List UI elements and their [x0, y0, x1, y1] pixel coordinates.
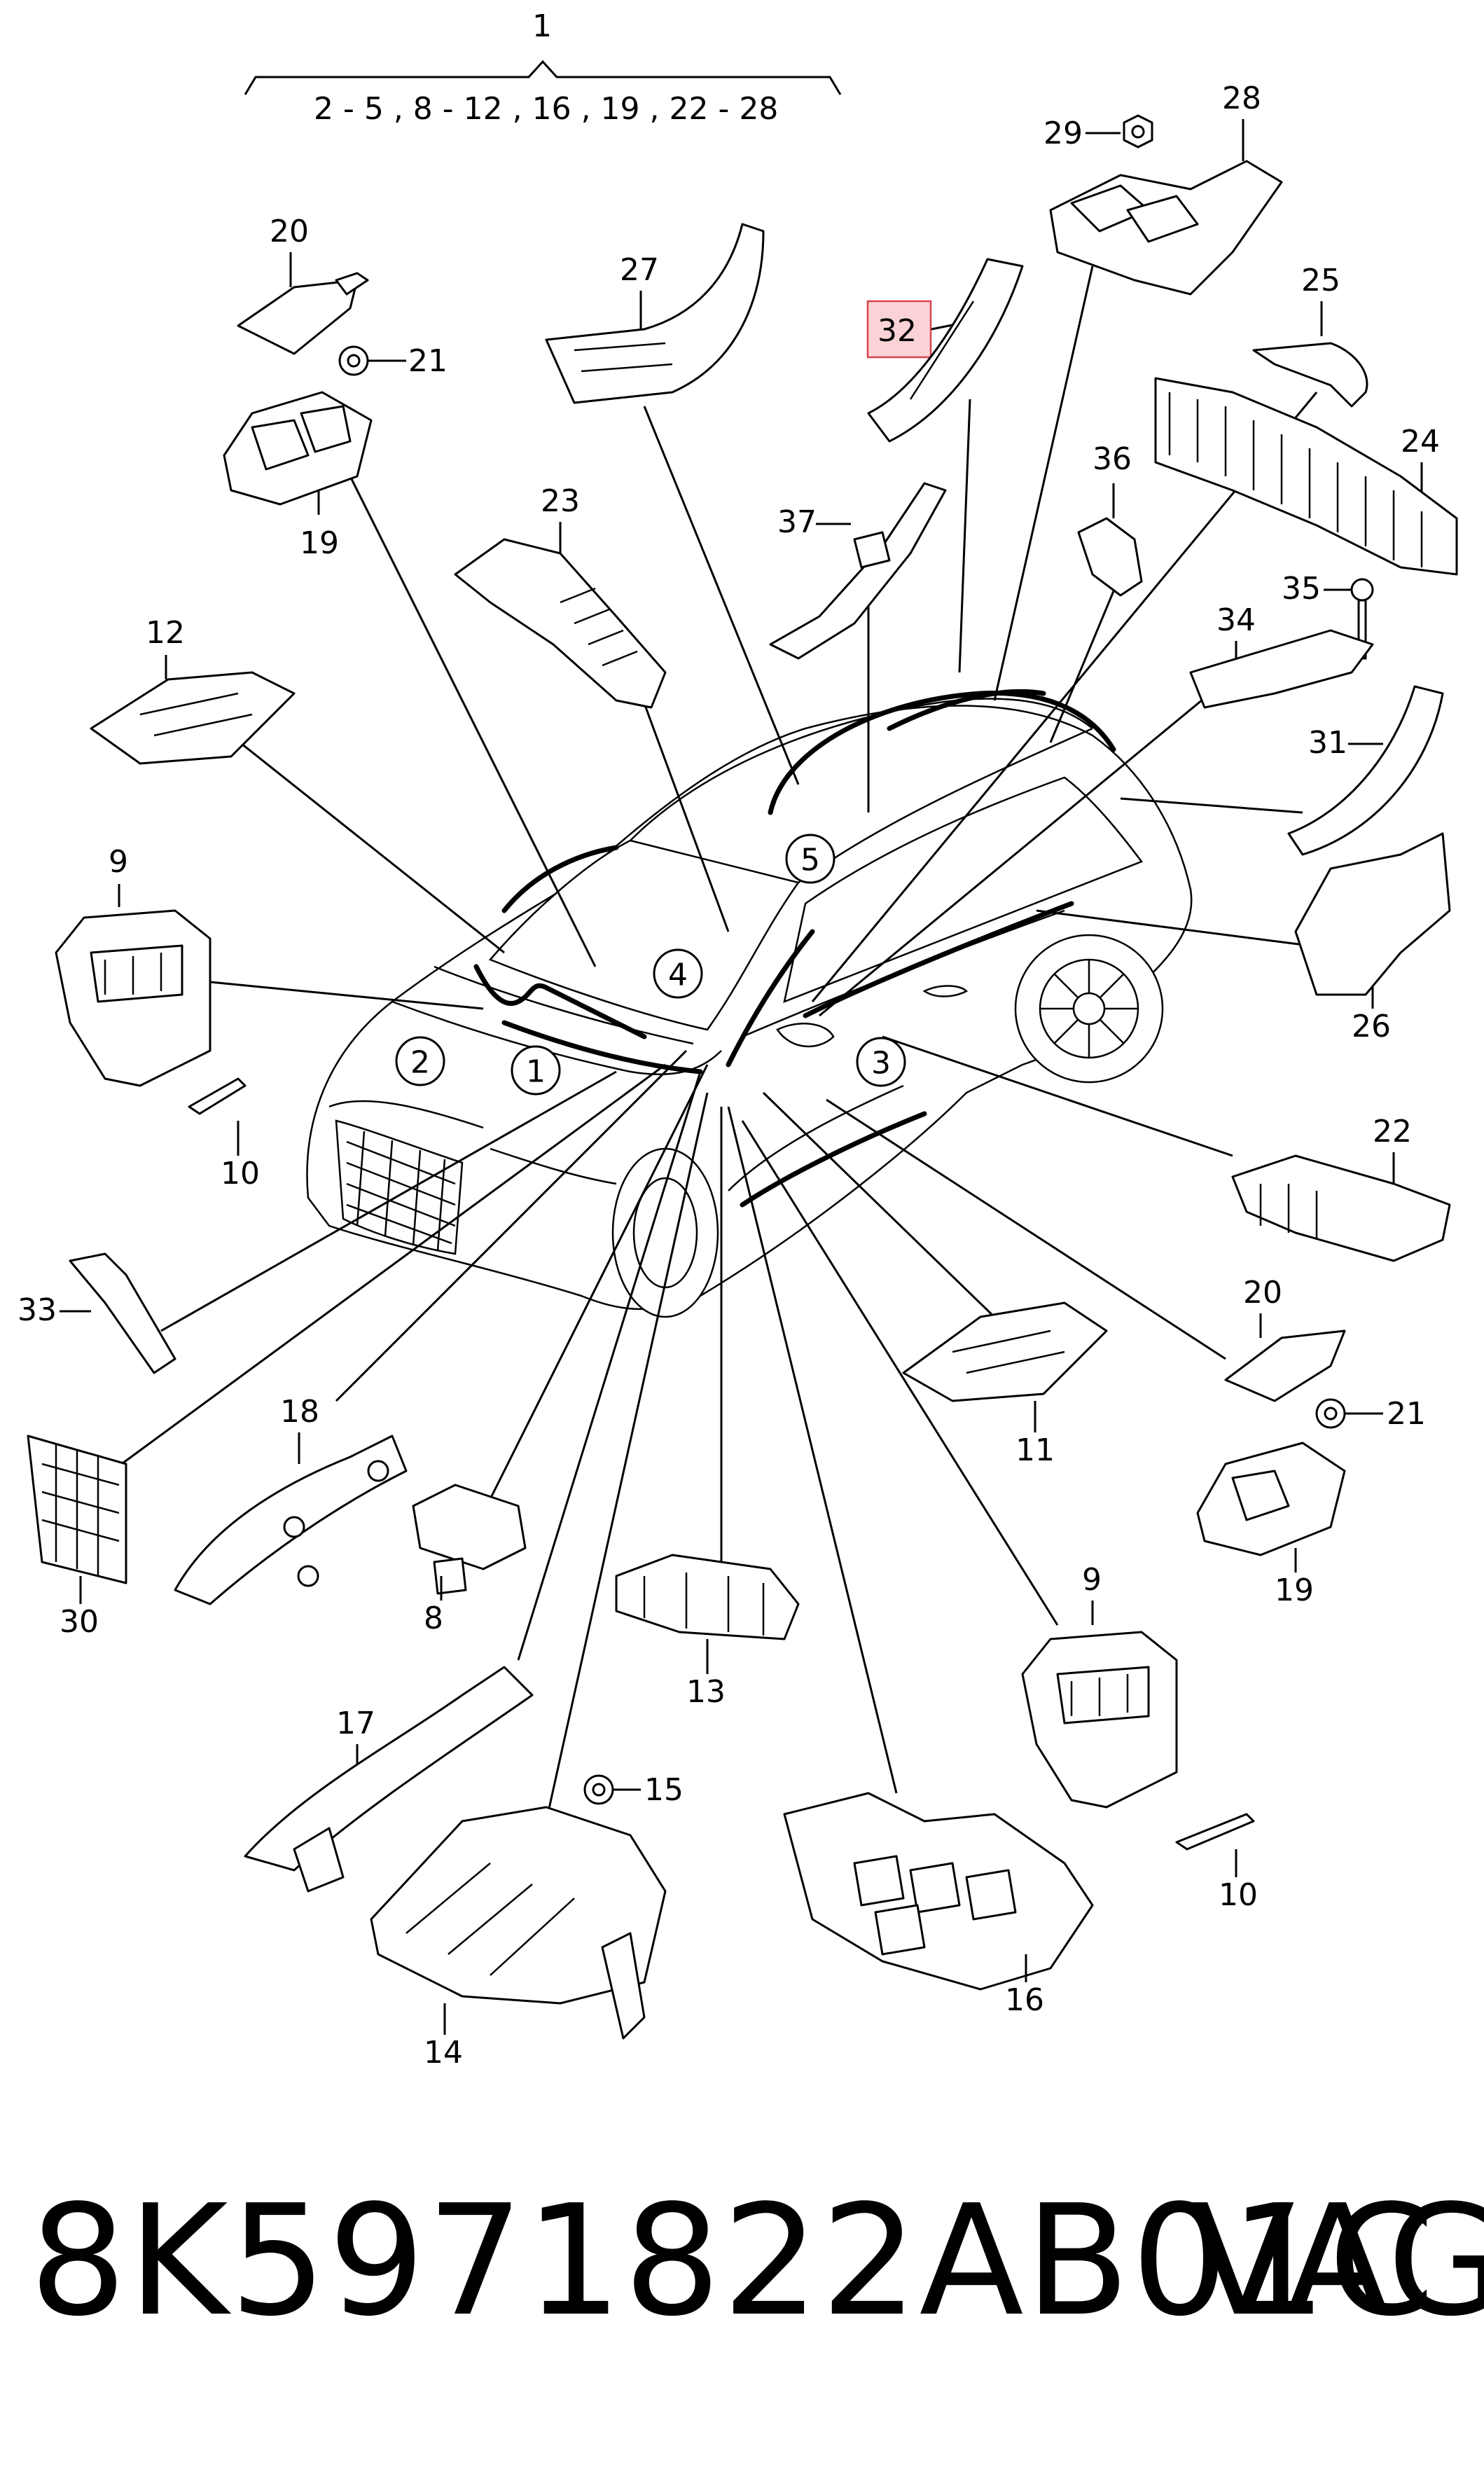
part-25-clip: [1252, 342, 1368, 408]
part-16-carrier: [783, 1792, 1094, 1991]
part-number-label: 8K5971822AB01C: [29, 2173, 1436, 2350]
grille-mesh: [346, 1131, 456, 1251]
callout-22: 22: [1373, 1114, 1412, 1149]
part-10-clip-right: [1175, 1813, 1255, 1851]
callout-13: 13: [686, 1674, 726, 1710]
circled-4: 4: [668, 958, 688, 993]
callout-1: 1: [532, 8, 552, 44]
callout-19-right: 19: [1275, 1573, 1314, 1608]
seal-roof: [768, 691, 1116, 815]
callout-17: 17: [336, 1706, 375, 1741]
part-27-trim: [545, 223, 765, 404]
part-11-bracket: [902, 1301, 1108, 1402]
callout-10-right: 10: [1219, 1877, 1258, 1913]
callout-21-top: 21: [408, 343, 448, 379]
callout-12: 12: [146, 615, 185, 651]
callout-28: 28: [1222, 81, 1261, 116]
callout-32[interactable]: 32: [878, 313, 917, 349]
seal-5: [726, 929, 815, 1067]
callout-9-left: 9: [109, 844, 128, 880]
circled-2: 2: [410, 1045, 430, 1081]
part-21-nut-top-left: [338, 345, 369, 376]
part-33-clip: [69, 1252, 176, 1374]
callout-11: 11: [1015, 1432, 1055, 1468]
part-15-nut: [583, 1774, 614, 1805]
part-8-module: [412, 1484, 527, 1595]
callout-20-top: 20: [270, 214, 309, 249]
seal-4: [501, 845, 619, 913]
car-body: [306, 698, 1193, 1318]
part-36-clip: [1077, 517, 1143, 597]
callout-37: 37: [777, 504, 817, 540]
part-24-duct: [1154, 377, 1458, 576]
part-34-bracket: [1189, 629, 1374, 709]
part-19-bracket-top-left: [223, 391, 373, 506]
part-9-housing-right: [1021, 1631, 1178, 1809]
callout-33: 33: [18, 1292, 57, 1328]
callout-16: 16: [1005, 1982, 1044, 2018]
part-26-pillar-trim: [1294, 832, 1451, 996]
part-13-clip-block: [615, 1554, 800, 1640]
callout-20-right: 20: [1243, 1275, 1282, 1311]
part-37-bracket: [769, 482, 947, 660]
callout-10-left: 10: [221, 1156, 260, 1191]
callout-18: 18: [280, 1394, 319, 1430]
callout-30: 30: [60, 1604, 99, 1640]
seal-2: [473, 964, 647, 1039]
callout-29: 29: [1043, 116, 1083, 151]
part-21-nut-right: [1315, 1398, 1346, 1429]
callout-19-top: 19: [300, 525, 339, 561]
callout-25: 25: [1301, 263, 1340, 298]
circled-1: 1: [526, 1054, 546, 1090]
callout-14: 14: [424, 2035, 463, 2071]
part-18-trim: [174, 1435, 408, 1605]
brand-label: VAG: [1191, 2173, 1484, 2350]
part-32-pillar-trim: [867, 258, 1024, 443]
callout-21-right: 21: [1387, 1396, 1426, 1432]
callout-35: 35: [1282, 571, 1321, 607]
callout-26: 26: [1352, 1009, 1391, 1044]
part-17-trim: [244, 1666, 534, 1893]
circled-3: 3: [871, 1046, 891, 1081]
part-9-housing-left: [55, 909, 211, 1087]
callout-36: 36: [1093, 441, 1132, 477]
callout-27: 27: [620, 252, 659, 288]
part-20-cover-top-left: [237, 272, 369, 355]
part-23-duct: [454, 538, 667, 709]
part-19-bracket-right: [1196, 1442, 1346, 1556]
seal-roofside: [887, 689, 1046, 731]
part-10-clip-left: [188, 1077, 247, 1115]
part-30-grille: [27, 1435, 127, 1584]
callout-9-right: 9: [1082, 1562, 1102, 1598]
circled-numbers: 5 4 2 1 3: [395, 834, 906, 1096]
part-31-trim: [1287, 685, 1444, 856]
part-14-tray: [370, 1806, 667, 2040]
callout-8: 8: [424, 1601, 443, 1636]
assembly-range-label: 2 - 5 , 8 - 12 , 16 , 19 , 22 - 28: [314, 91, 778, 127]
circled-5: 5: [800, 843, 820, 878]
seal-1: [501, 1020, 703, 1074]
part-12-bracket: [90, 671, 296, 765]
part-29-nut: [1123, 114, 1153, 148]
callout-23: 23: [541, 483, 580, 519]
callout-15: 15: [644, 1772, 684, 1808]
highlight-box-32: [866, 300, 932, 359]
seal-3: [740, 1111, 927, 1208]
part-28-module-holder: [1049, 160, 1283, 296]
callout-34: 34: [1216, 602, 1256, 638]
callout-24: 24: [1401, 424, 1440, 459]
part-20-cover-right: [1224, 1329, 1346, 1402]
part-22-duct: [1231, 1154, 1451, 1262]
leader-lines: [111, 265, 1318, 1822]
callout-31: 31: [1308, 725, 1347, 761]
assembly-bracket: 1 2 - 5 , 8 - 12 , 16 , 19 , 22 - 28: [244, 8, 842, 127]
